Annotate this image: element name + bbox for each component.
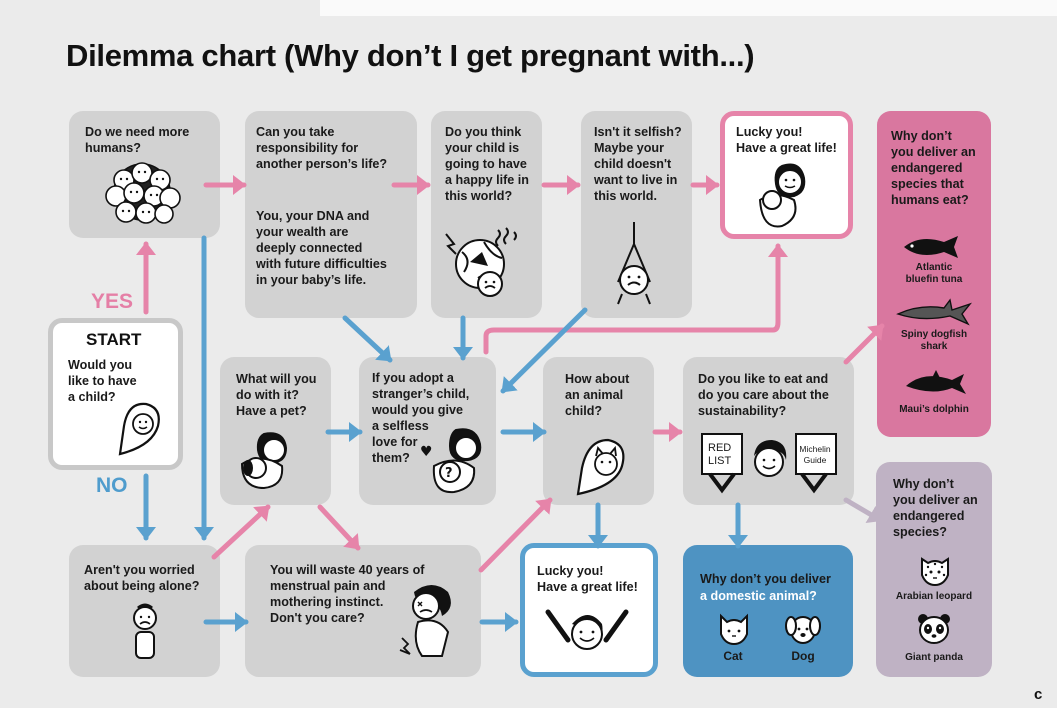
arrow-sustain-endangered	[843, 497, 883, 524]
mother-question-icon: ♥ ?	[420, 428, 482, 494]
text-alone: Aren't you worried about being alone?	[84, 563, 200, 593]
arrow-adopt-lucky	[483, 243, 788, 355]
red-list-sign-icon	[701, 433, 743, 494]
hanging-child-icon	[617, 222, 651, 305]
text-lucky-bottom: Lucky you! Have a great life!	[537, 564, 638, 594]
text-animal-child: How about an animal child?	[565, 372, 630, 418]
text-lucky-top: Lucky you! Have a great life!	[736, 125, 837, 155]
worried-person-icon	[133, 603, 157, 659]
text-more-humans: Do we need more humans?	[85, 125, 190, 155]
baby-egg-icon	[118, 402, 160, 456]
text-endangered: Why don’t you deliver an endangered spec…	[893, 477, 978, 539]
text-domestic-bold: a domestic animal?	[700, 589, 817, 603]
dolphin-icon	[906, 370, 966, 394]
text-endangered-eat: Why don’t you deliver an endangered spec…	[891, 129, 976, 207]
michelin-text: Michelin Guide	[799, 444, 831, 465]
hug-pet-icon	[240, 432, 288, 490]
label-leopard: Arabian leopard	[895, 591, 973, 602]
tuna-icon	[904, 236, 958, 258]
node-lucky-bottom	[520, 543, 658, 677]
arrow-alone-pet	[211, 504, 271, 560]
svg-text:♥: ♥	[420, 444, 433, 460]
red-list-text: RED LIST	[708, 442, 732, 467]
label-shark: Spiny dogfish shark	[900, 329, 968, 352]
node-start	[48, 318, 183, 470]
text-adopt: If you adopt a stranger’s child, would y…	[372, 371, 470, 465]
text-dna: You, your DNA and your wealth are deeply…	[256, 209, 387, 287]
chart-title: Dilemma chart (Why don’t I get pregnant …	[66, 38, 755, 73]
node-responsibility	[245, 111, 417, 318]
leopard-icon	[921, 557, 949, 587]
text-what-will-you-do: What will you do with it? Have a pet?	[236, 372, 317, 418]
dog-icon	[785, 616, 821, 644]
troubled-world-icon	[445, 227, 517, 297]
text-sustainability: Do you like to eat and do you care about…	[698, 372, 829, 418]
michelin-sign-icon	[795, 433, 837, 494]
animal-baby-icon	[576, 438, 625, 496]
node-sustainability	[683, 357, 854, 505]
arrow-responsibility-adopt	[342, 315, 393, 363]
yes-label: YES	[91, 290, 134, 313]
crowd-icon	[105, 162, 181, 224]
label-panda: Giant panda	[905, 652, 963, 663]
top-strip	[320, 0, 1057, 16]
text-start-question: Would you like to have a child?	[68, 358, 137, 404]
label-cat: Cat	[723, 649, 743, 663]
no-label: NO	[96, 474, 128, 497]
panel-corner-label: c	[1034, 686, 1043, 703]
node-domestic	[683, 545, 853, 677]
svg-text:?: ?	[445, 466, 453, 481]
arrow-selfish-adopt	[500, 307, 588, 394]
person-smile-icon	[754, 440, 787, 477]
text-responsibility: Can you take responsibility for another …	[256, 125, 388, 171]
arrow-waste-animal	[478, 497, 553, 573]
cheering-person-icon	[545, 609, 629, 650]
text-waste: You will waste 40 years of menstrual pai…	[270, 563, 425, 625]
start-title: START	[86, 330, 142, 349]
arrow-pet-waste	[317, 504, 361, 551]
label-dog: Dog	[791, 649, 815, 663]
text-domestic-prefix: Why don’t you deliver	[700, 572, 831, 586]
label-tuna: Atlantic bluefin tuna	[905, 262, 963, 285]
mother-baby-icon	[758, 163, 806, 228]
text-happy-life: Do you think your child is going to have…	[445, 125, 529, 203]
arrow-sustain-eat	[843, 323, 885, 365]
text-selfish: Isn't it selfish? Maybe your child doesn…	[594, 125, 682, 203]
shark-icon	[896, 298, 973, 326]
label-dolphin: Maui’s dolphin	[899, 404, 969, 415]
panda-icon	[918, 614, 950, 644]
cat-icon	[720, 613, 748, 646]
pain-person-icon	[399, 585, 451, 657]
